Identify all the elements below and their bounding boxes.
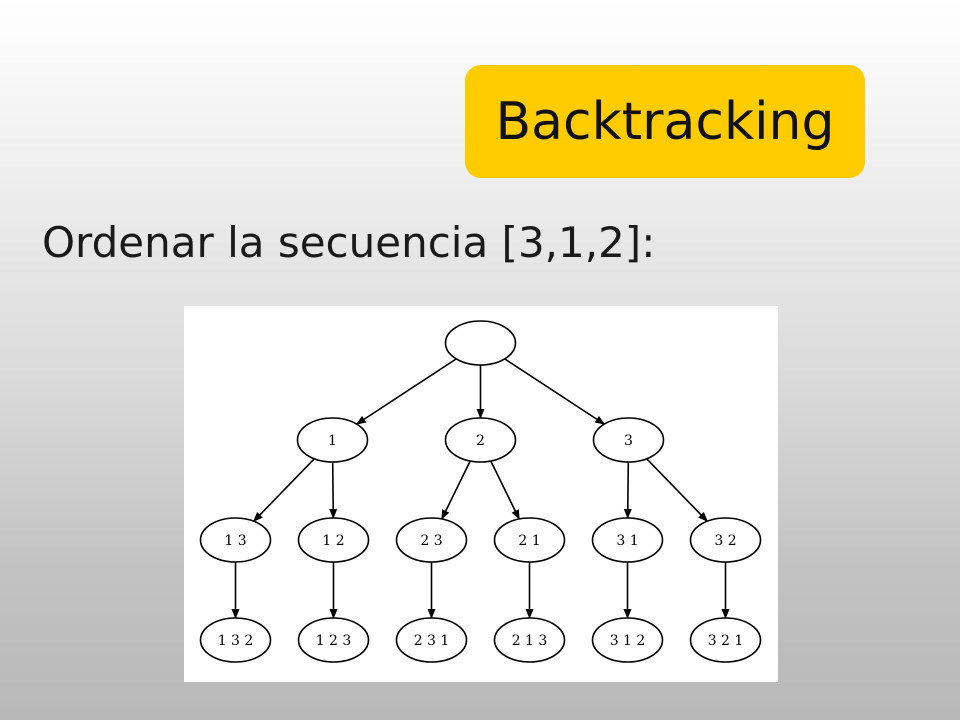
tree-node-3-1-2: 3 1 2 bbox=[591, 617, 664, 663]
node-ellipse bbox=[493, 517, 566, 563]
node-ellipse bbox=[395, 517, 468, 563]
tree-node-3-2: 3 2 bbox=[689, 517, 762, 563]
tree-node-2-1: 2 1 bbox=[493, 517, 566, 563]
node-label: 1 3 bbox=[224, 533, 246, 549]
node-ellipse bbox=[444, 417, 517, 463]
node-ellipse bbox=[199, 617, 272, 663]
tree-node-2-3-1: 2 3 1 bbox=[395, 617, 468, 663]
tree-node-2-3: 2 3 bbox=[395, 517, 468, 563]
node-label: 3 2 1 bbox=[708, 633, 744, 649]
node-label: 3 1 2 bbox=[610, 633, 646, 649]
tree-node-2-1-3: 2 1 3 bbox=[493, 617, 566, 663]
node-label: 1 2 3 bbox=[316, 633, 352, 649]
node-ellipse bbox=[592, 417, 665, 463]
node-label: 1 bbox=[328, 433, 337, 449]
node-ellipse bbox=[395, 617, 468, 663]
title-badge: Backtracking bbox=[465, 65, 865, 178]
nodes-layer: 1 2 3 1 3 1 2 2 3 2 1 3 1 3 2 1 3 2 1 2 3 2 3 1 2 1 … bbox=[199, 320, 762, 663]
edge-1-to-1-2 bbox=[329, 461, 338, 520]
node-label: 1 3 2 bbox=[218, 633, 254, 649]
edge-1-to-1-3 bbox=[253, 458, 315, 522]
node-ellipse bbox=[689, 617, 762, 663]
node-label: 2 1 bbox=[518, 533, 540, 549]
node-label: 1 2 bbox=[322, 533, 344, 549]
edge-3-to-3-1 bbox=[623, 461, 632, 520]
node-label: 2 bbox=[476, 433, 485, 449]
tree-node-3-1: 3 1 bbox=[591, 517, 664, 563]
tree-node-root bbox=[444, 320, 517, 366]
tree-canvas: 1 2 3 1 3 1 2 2 3 2 1 3 1 3 2 1 3 2 1 2 3 2 3 1 2 1 … bbox=[199, 320, 762, 663]
permutation-tree-diagram: 1 2 3 1 3 1 2 2 3 2 1 3 1 3 2 1 3 2 1 2 3 2 3 1 2 1 … bbox=[184, 306, 778, 682]
edge-root-to-3 bbox=[504, 358, 606, 425]
node-ellipse bbox=[591, 617, 664, 663]
node-ellipse bbox=[444, 320, 517, 366]
node-label: 3 1 bbox=[616, 533, 638, 549]
tree-node-1-3: 1 3 bbox=[199, 517, 272, 563]
tree-node-3: 3 bbox=[592, 417, 665, 463]
node-label: 3 bbox=[624, 433, 633, 449]
tree-node-3-2-1: 3 2 1 bbox=[689, 617, 762, 663]
node-ellipse bbox=[591, 517, 664, 563]
node-ellipse bbox=[296, 417, 369, 463]
slide-subtitle: Ordenar la secuencia [3,1,2]: bbox=[42, 218, 656, 267]
node-ellipse bbox=[199, 517, 272, 563]
tree-node-1-2-3: 1 2 3 bbox=[297, 617, 370, 663]
edge-2-to-2-1 bbox=[490, 460, 520, 520]
node-label: 2 1 3 bbox=[512, 633, 548, 649]
tree-node-1-2: 1 2 bbox=[297, 517, 370, 563]
edge-root-to-1 bbox=[355, 358, 457, 425]
edges-layer bbox=[231, 358, 730, 619]
edge-2-to-2-3 bbox=[441, 460, 471, 520]
tree-node-1-3-2: 1 3 2 bbox=[199, 617, 272, 663]
node-label: 2 3 bbox=[420, 533, 442, 549]
node-ellipse bbox=[297, 517, 370, 563]
node-label: 3 2 bbox=[714, 533, 736, 549]
node-ellipse bbox=[689, 517, 762, 563]
tree-node-2: 2 bbox=[444, 417, 517, 463]
tree-node-1: 1 bbox=[296, 417, 369, 463]
node-ellipse bbox=[493, 617, 566, 663]
node-label: 2 3 1 bbox=[414, 633, 450, 649]
slide-title: Backtracking bbox=[495, 91, 835, 152]
edge-3-to-3-2 bbox=[646, 458, 708, 522]
node-ellipse bbox=[297, 617, 370, 663]
